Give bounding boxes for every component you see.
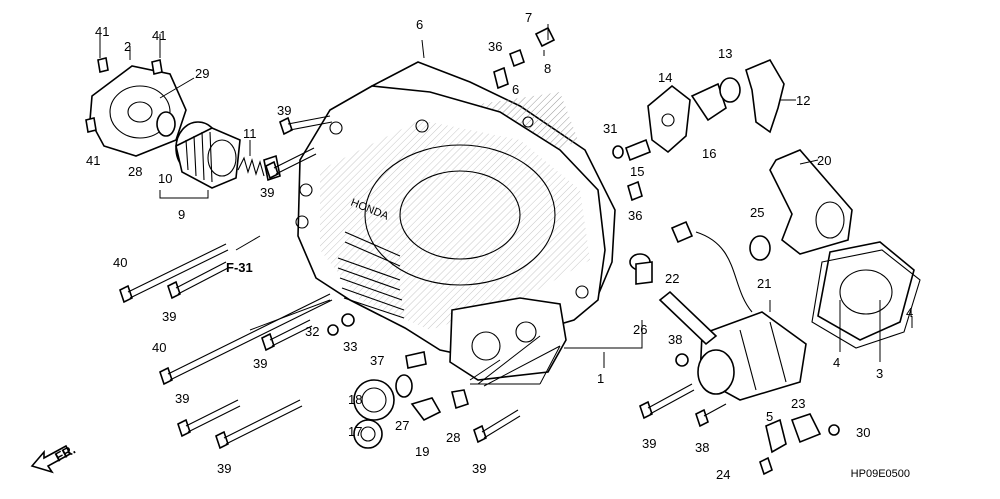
label-37: 37 (370, 353, 384, 368)
shaft-23 (658, 290, 718, 346)
label-18: 17 (348, 424, 362, 439)
label-19: 18 (348, 392, 362, 407)
gears (353, 374, 469, 449)
label-39c: 39 (162, 309, 176, 324)
label-34: 32 (305, 324, 319, 339)
label-26: 25 (750, 205, 764, 220)
label-29: 28 (446, 430, 460, 445)
label-30: 28 (128, 164, 142, 179)
label-31: 29 (195, 66, 209, 81)
dowel-pins-and-washers (327, 26, 771, 369)
label-16: 15 (630, 164, 644, 179)
label-38b: 38 (695, 440, 709, 455)
part-labels: 41 2 41 29 41 28 10 9 11 39 39 6 36 7 8 … (86, 10, 913, 482)
label-36a: 36 (488, 39, 502, 54)
o-ring-11 (156, 111, 176, 137)
label-15: 14 (658, 70, 672, 85)
shift-parts (647, 58, 785, 154)
leader-lines (99, 24, 913, 387)
diagram-code: HP09E0500 (851, 468, 910, 480)
long-bolts (119, 115, 773, 476)
label-7: 6 (512, 82, 519, 97)
label-14: 13 (718, 46, 732, 61)
label-4a: 4 (906, 305, 913, 320)
label-39d: 39 (253, 356, 267, 371)
label-6: 6 (416, 17, 423, 32)
label-39f: 39 (642, 436, 656, 451)
label-35: 33 (343, 339, 357, 354)
label-36b: 36 (628, 208, 642, 223)
label-23: 22 (665, 271, 679, 286)
label-21: 20 (817, 153, 831, 168)
label-4b: 4 (833, 355, 840, 370)
label-9: 8 (544, 61, 551, 76)
label-41c: 41 (86, 153, 100, 168)
label-28: 27 (395, 418, 409, 433)
label-5: 5 (766, 409, 773, 424)
label-38a: 38 (668, 332, 682, 347)
label-25: 24 (716, 467, 730, 482)
label-11: 10 (158, 171, 172, 186)
label-24: 23 (791, 396, 805, 411)
right-crankcase-cover: HONDA (295, 85, 606, 381)
reference-f31: F-31 (226, 260, 253, 275)
cover-grille (337, 231, 405, 319)
label-41a: 41 (95, 24, 109, 39)
label-22: 21 (757, 276, 771, 291)
control-motor (670, 220, 807, 401)
label-40a: 40 (113, 255, 127, 270)
front-direction-arrow: FR. (30, 442, 78, 474)
label-41b: 41 (152, 28, 166, 43)
label-12: 11 (243, 126, 257, 141)
label-32: 30 (856, 425, 870, 440)
label-27: 26 (633, 322, 647, 337)
label-2: 2 (124, 39, 131, 54)
label-8: 7 (525, 10, 532, 25)
label-33: 31 (603, 121, 617, 136)
label-39e: 39 (175, 391, 189, 406)
label-17: 16 (702, 146, 716, 161)
label-39g: 39 (217, 461, 231, 476)
sensor-cover (811, 241, 921, 349)
label-39h: 39 (472, 461, 486, 476)
label-13: 12 (796, 93, 810, 108)
sensor-parts (765, 413, 840, 454)
select-arm (769, 149, 853, 255)
oil-filter-cover (85, 57, 187, 157)
label-3: 3 (876, 366, 883, 381)
label-40b: 40 (152, 340, 166, 355)
label-39a: 39 (277, 103, 291, 118)
label-10: 9 (178, 207, 185, 222)
oil-filter-cartridge (175, 121, 241, 189)
label-39b: 39 (260, 185, 274, 200)
label-1: 1 (597, 371, 604, 386)
label-20: 19 (415, 444, 429, 459)
